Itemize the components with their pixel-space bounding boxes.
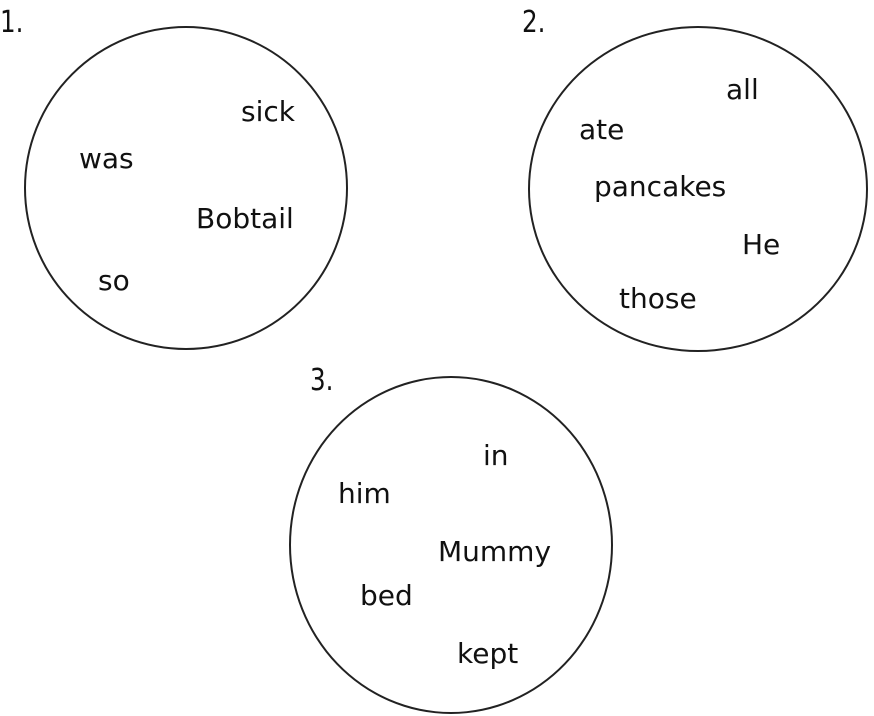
word: so [98, 264, 130, 297]
word: kept [457, 637, 519, 670]
word: He [742, 228, 781, 261]
word: Mummy [438, 535, 552, 568]
circle-number-2: 2. [522, 5, 546, 40]
word: Bobtail [196, 202, 294, 235]
word: in [483, 439, 509, 472]
word: was [79, 142, 134, 175]
word-circle-3: in him Mummy bed kept [289, 376, 613, 714]
word: those [619, 282, 697, 315]
circle-number-1: 1. [0, 5, 24, 40]
word: pancakes [594, 170, 727, 203]
word: bed [360, 579, 413, 612]
word: ate [579, 113, 625, 146]
word: sick [241, 95, 295, 128]
word: him [338, 477, 391, 510]
word: all [726, 73, 759, 106]
circle-number-3: 3. [310, 363, 334, 398]
word-circle-1: sick was Bobtail so [24, 26, 348, 350]
word-circle-2: all ate pancakes He those [528, 26, 868, 352]
